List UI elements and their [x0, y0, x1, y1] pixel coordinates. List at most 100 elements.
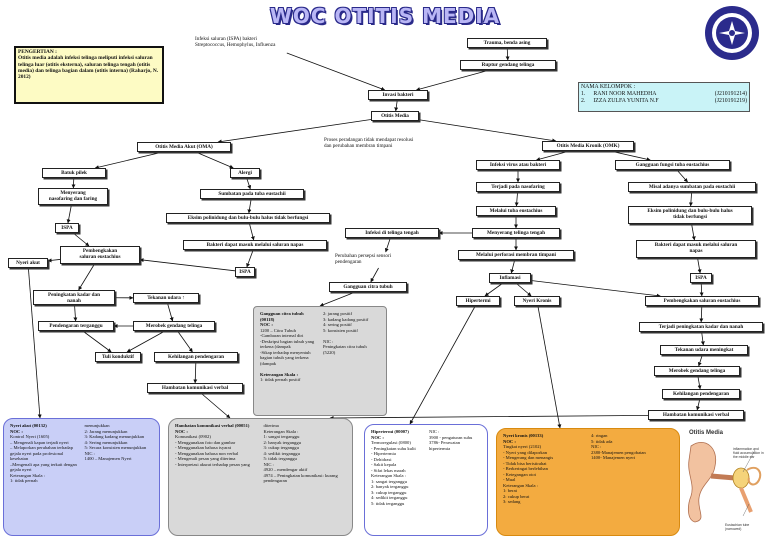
node-pembengkakan2: Pembengkakan saluran eustachius — [645, 296, 759, 306]
connector-arrow — [195, 151, 234, 169]
node-bakteri-masuk2: Bakteri dapat masuk melalui saluran napa… — [636, 240, 756, 258]
ear-figure-title: Otitis Media — [689, 430, 724, 436]
node-bakteri-masuk1: Bakteri dapat masuk melalui saluran napa… — [183, 240, 327, 250]
ear-illustration: Otitis Media inflammation and fluid accu… — [685, 428, 765, 536]
node-gangguan-citra: Gangguan citra tubuh — [329, 282, 407, 292]
group-member-row: 1. RANI NOOR MAHEDHA (J210191214) — [581, 91, 747, 98]
node-perubahan-persepsi: Perubahan persepsi sensori pendengaran — [335, 253, 392, 266]
connector-arrow — [699, 305, 704, 323]
node-pendengaran-terganggu: Pendengaran terganggu — [38, 321, 114, 331]
node-melalui-tuba: Melalui tuba eustachius — [476, 206, 556, 216]
node-batuk-pilek: Batuk pilek — [42, 168, 106, 178]
node-infeksi-saluran: Infeksi saluran (ISPA) bakteri Streptoco… — [195, 36, 276, 49]
node-invasi: Invasi bakteri — [368, 90, 428, 100]
node-hipertermi: Hipertermi — [456, 296, 500, 306]
node-eksim1: Eksim polinidung dan bulu-bulu halus tid… — [166, 213, 330, 223]
node-alergi: Alergi — [230, 168, 260, 178]
connector-arrow — [515, 282, 532, 297]
connector-arrow — [697, 257, 702, 274]
group-member-row: 2. IZZA ZULFA YUNITA N.F (J210191219) — [581, 98, 747, 105]
connector-arrow — [47, 258, 61, 263]
nyeri-akut-panel-left: Nyeri akut (00132) NOC : Kontrol Nyeri (… — [10, 423, 77, 483]
citra-panel-right: 2: jarang positif 3: kadang kadang posit… — [323, 311, 369, 355]
connector-arrow — [514, 191, 519, 207]
connector-arrow — [409, 305, 476, 425]
node-menyerang-tengah: Menyerang telinga tengah — [472, 228, 560, 238]
connector-arrow — [688, 191, 693, 207]
nyeri-kronis-panel-left: Nyeri kronis (00133) NOC : Tingkat nyeri… — [503, 433, 554, 504]
hipertermi-panel-right: NIC : 3900 - pengaturan suhu 3786- Peraw… — [429, 429, 473, 451]
connector-arrow — [530, 280, 661, 298]
connector-arrow — [697, 354, 703, 367]
connector-arrow — [484, 282, 504, 297]
node-hambatan2: Hambatan komunikasi verbal — [648, 410, 744, 420]
connector-arrow — [696, 398, 701, 411]
connector-arrow — [27, 267, 42, 419]
hambatan-panel-right: diterima Keterangan Skala : 1: sangat te… — [263, 423, 338, 483]
connector-arrow — [217, 119, 372, 144]
connector-arrow — [246, 177, 252, 190]
node-kehilangan1: Kehilangan pendengaran — [154, 352, 238, 362]
connector-arrow — [697, 375, 702, 390]
node-merobek1: Merobek gendang telinga — [133, 321, 215, 331]
ear-label-eustachian: Eustachian tube (narrowed) — [725, 523, 750, 531]
connector-arrow — [510, 259, 516, 274]
node-nyeri-akut: Nyeri akut — [8, 258, 48, 268]
university-logo-icon — [705, 6, 759, 60]
diagram-title: WOC OTITIS MEDIA — [269, 4, 501, 28]
ear-anatomy-icon — [687, 441, 762, 523]
node-trauma: Trauma, benda asing — [467, 38, 547, 48]
connector-arrow — [505, 47, 510, 61]
definition-text: Otitis media adalah infeksi telinga meli… — [18, 55, 159, 81]
nyeri-kronis-care-panel: Nyeri kronis (00133) NOC : Tingkat nyeri… — [496, 428, 680, 536]
member-nim: (J210191214) — [714, 91, 747, 97]
ear-label-inflammation: inflammation and fluid accumulation in t… — [733, 447, 764, 459]
node-inflamasi: Inflamasi — [489, 273, 531, 283]
node-tekanan-udara2: Tekanan udara meningkat — [660, 345, 748, 355]
node-ispa3: ISPA — [690, 273, 712, 283]
node-infeksi-virus: Infeksi virus atau bakteri — [476, 160, 560, 170]
connector-arrow — [72, 232, 90, 247]
connector-arrow — [384, 237, 391, 253]
connector-arrow — [82, 330, 112, 353]
connector-arrow — [73, 304, 78, 322]
connector-arrow — [94, 151, 163, 170]
nyeri-akut-care-panel: Nyeri akut (00132) NOC : Kontrol Nyeri (… — [3, 418, 160, 536]
connector-arrow — [537, 305, 562, 429]
member-nim: (J210191219) — [714, 98, 747, 104]
node-tekanan-udara1: Tekanan udara ↑ — [133, 293, 199, 303]
connector-arrow — [700, 331, 705, 346]
connector-arrow — [415, 69, 490, 91]
node-oma: Otitis Media Akut (OMA) — [137, 142, 231, 152]
citra-care-panel: Gangguan citra tubuh (00118) NOC : 1200 … — [253, 306, 387, 416]
connector-arrow — [78, 263, 95, 291]
node-ruptur: Ruptur gendang telinga — [460, 60, 556, 70]
node-hambatan1: Hambatan komunikasi verbal — [147, 383, 243, 393]
node-ispa2: ISPA — [235, 267, 255, 277]
node-terjadi-peningkatan: Terjadi peningkatan kadar dan nanah — [639, 322, 763, 332]
node-misal-sumbatan: Misal adanya sumbatan pada eustachii — [628, 182, 756, 192]
definition-box: PENGERTIAN : Otitis media adalah infeksi… — [14, 46, 164, 104]
node-kehilangan2: Kehilangan pendengaran — [662, 389, 740, 399]
connector-arrow — [248, 222, 255, 241]
connector-arrow — [193, 361, 198, 384]
node-menyerang: Menyerang nasofaring dan faring — [38, 188, 108, 205]
connector-arrow — [66, 204, 72, 224]
node-ispa1: ISPA — [55, 223, 79, 233]
connector-arrow — [177, 330, 193, 353]
connector-arrow — [126, 330, 166, 353]
member-name: IZZA ZULFA YUNITA N.F — [593, 98, 659, 104]
member-number: 2. — [581, 98, 586, 104]
node-melalui-perforasi: Melalui perforasi membran timpani — [458, 250, 574, 260]
connector-arrow — [139, 258, 236, 272]
connector-arrow — [286, 52, 386, 91]
node-terjadi-nasofaring: Terjadi pada nasofaring — [476, 182, 560, 192]
connector-arrow — [247, 198, 252, 214]
connector-arrow — [329, 414, 649, 420]
node-eksim2: Eksim polinidung dan bulu-bulu halus tid… — [628, 206, 752, 224]
connector-arrow — [610, 150, 651, 162]
hipertermi-care-panel: Hipertermi (00007) NOC : Termoregulasi (… — [364, 424, 488, 536]
node-merobek2: Merobek gendang telinga — [654, 366, 740, 376]
connector-arrow — [394, 99, 399, 112]
